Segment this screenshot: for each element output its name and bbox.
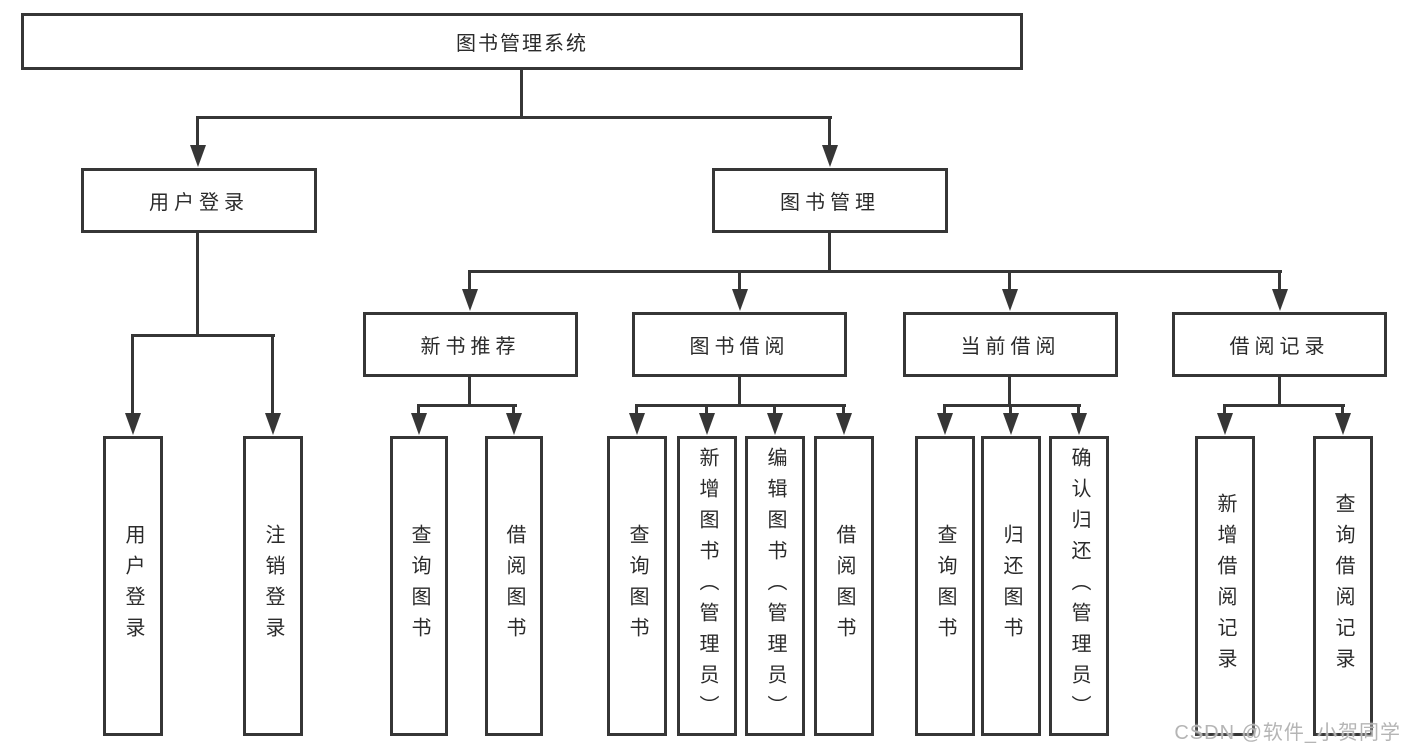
arrowhead — [1003, 413, 1019, 435]
arrowhead — [937, 413, 953, 435]
arrowhead — [125, 413, 141, 435]
node-book-management-branch: 图书管理 — [712, 168, 948, 233]
connector-vline — [417, 404, 420, 418]
connector-vline — [828, 116, 831, 150]
leaf-bb-add-books-admin: 新增图书（管理员） — [677, 436, 737, 736]
connector-vline — [1341, 404, 1344, 418]
leaf-bb-edit-books-admin-label: 编辑图书（管理员） — [764, 446, 786, 726]
connector-vline — [842, 404, 845, 418]
leaf-cb-confirm-return-admin-label: 确认归还（管理员） — [1068, 446, 1090, 726]
leaf-bb-query-books-label: 查询图书 — [626, 524, 648, 648]
connector-vline — [635, 404, 638, 418]
connector-hline — [131, 334, 275, 337]
connector-vline — [1009, 404, 1012, 418]
connector-vline — [468, 270, 471, 294]
leaf-br-add-record-label: 新增借阅记录 — [1214, 493, 1236, 679]
connector-vline — [943, 404, 946, 418]
connector-vline — [131, 334, 134, 416]
arrowhead — [732, 289, 748, 311]
arrowhead — [629, 413, 645, 435]
connector-hline — [635, 404, 846, 407]
leaf-rec-query-books: 查询图书 — [390, 436, 448, 736]
connector-hline — [468, 270, 1282, 273]
arrowhead — [1272, 289, 1288, 311]
leaf-cb-return-books: 归还图书 — [981, 436, 1041, 736]
node-root: 图书管理系统 — [21, 13, 1023, 70]
leaf-bb-query-books: 查询图书 — [607, 436, 667, 736]
connector-hline — [943, 404, 1081, 407]
connector-vline — [1008, 376, 1011, 407]
connector-vline — [271, 334, 274, 416]
leaf-br-query-record-label: 查询借阅记录 — [1332, 493, 1354, 679]
arrowhead — [462, 289, 478, 311]
arrowhead — [767, 413, 783, 435]
connector-vline — [468, 376, 471, 407]
connector-hline — [196, 116, 832, 119]
arrowhead — [1217, 413, 1233, 435]
arrowhead — [190, 145, 206, 167]
arrowhead — [699, 413, 715, 435]
connector-vline — [738, 270, 741, 294]
leaf-rec-borrow-books-label: 借阅图书 — [503, 524, 525, 648]
leaf-rec-query-books-label: 查询图书 — [408, 524, 430, 648]
arrowhead — [506, 413, 522, 435]
csdn-watermark: CSDN @软件_小贺同学 — [1174, 722, 1401, 744]
leaf-bb-borrow-books-label: 借阅图书 — [833, 524, 855, 648]
leaf-cb-query-books-label: 查询图书 — [934, 524, 956, 648]
connector-vline — [1223, 404, 1226, 418]
connector-vline — [196, 232, 199, 337]
leaf-bb-add-books-admin-label: 新增图书（管理员） — [696, 446, 718, 726]
connector-vline — [512, 404, 515, 418]
connector-vline — [1278, 270, 1281, 294]
connector-vline — [828, 233, 831, 273]
node-current-borrowing: 当前借阅 — [903, 312, 1118, 377]
leaf-br-query-record: 查询借阅记录 — [1313, 436, 1373, 736]
arrowhead — [265, 413, 281, 435]
leaf-br-add-record: 新增借阅记录 — [1195, 436, 1255, 736]
arrowhead — [822, 145, 838, 167]
leaf-bb-borrow-books: 借阅图书 — [814, 436, 874, 736]
arrowhead — [411, 413, 427, 435]
connector-hline — [417, 404, 517, 407]
leaf-rec-borrow-books: 借阅图书 — [485, 436, 543, 736]
connector-vline — [520, 68, 523, 119]
leaf-cb-return-books-label: 归还图书 — [1000, 524, 1022, 648]
leaf-logout-label: 注销登录 — [262, 524, 284, 648]
connector-vline — [738, 376, 741, 407]
leaf-logout: 注销登录 — [243, 436, 303, 736]
arrowhead — [1002, 289, 1018, 311]
connector-vline — [773, 404, 776, 418]
leaf-cb-confirm-return-admin: 确认归还（管理员） — [1049, 436, 1109, 736]
leaf-user-login-label: 用户登录 — [122, 524, 144, 648]
node-new-book-recommend: 新书推荐 — [363, 312, 578, 377]
leaf-bb-edit-books-admin: 编辑图书（管理员） — [745, 436, 805, 736]
connector-vline — [1008, 270, 1011, 294]
arrowhead — [1335, 413, 1351, 435]
connector-vline — [1077, 404, 1080, 418]
connector-hline — [1223, 404, 1345, 407]
arrowhead — [836, 413, 852, 435]
arrowhead — [1071, 413, 1087, 435]
node-borrow-records: 借阅记录 — [1172, 312, 1387, 377]
connector-vline — [1278, 376, 1281, 407]
leaf-user-login: 用户登录 — [103, 436, 163, 736]
node-user-login-branch: 用户登录 — [81, 168, 317, 233]
leaf-cb-query-books: 查询图书 — [915, 436, 975, 736]
connector-vline — [196, 116, 199, 150]
connector-vline — [705, 404, 708, 418]
node-book-borrowing: 图书借阅 — [632, 312, 847, 377]
